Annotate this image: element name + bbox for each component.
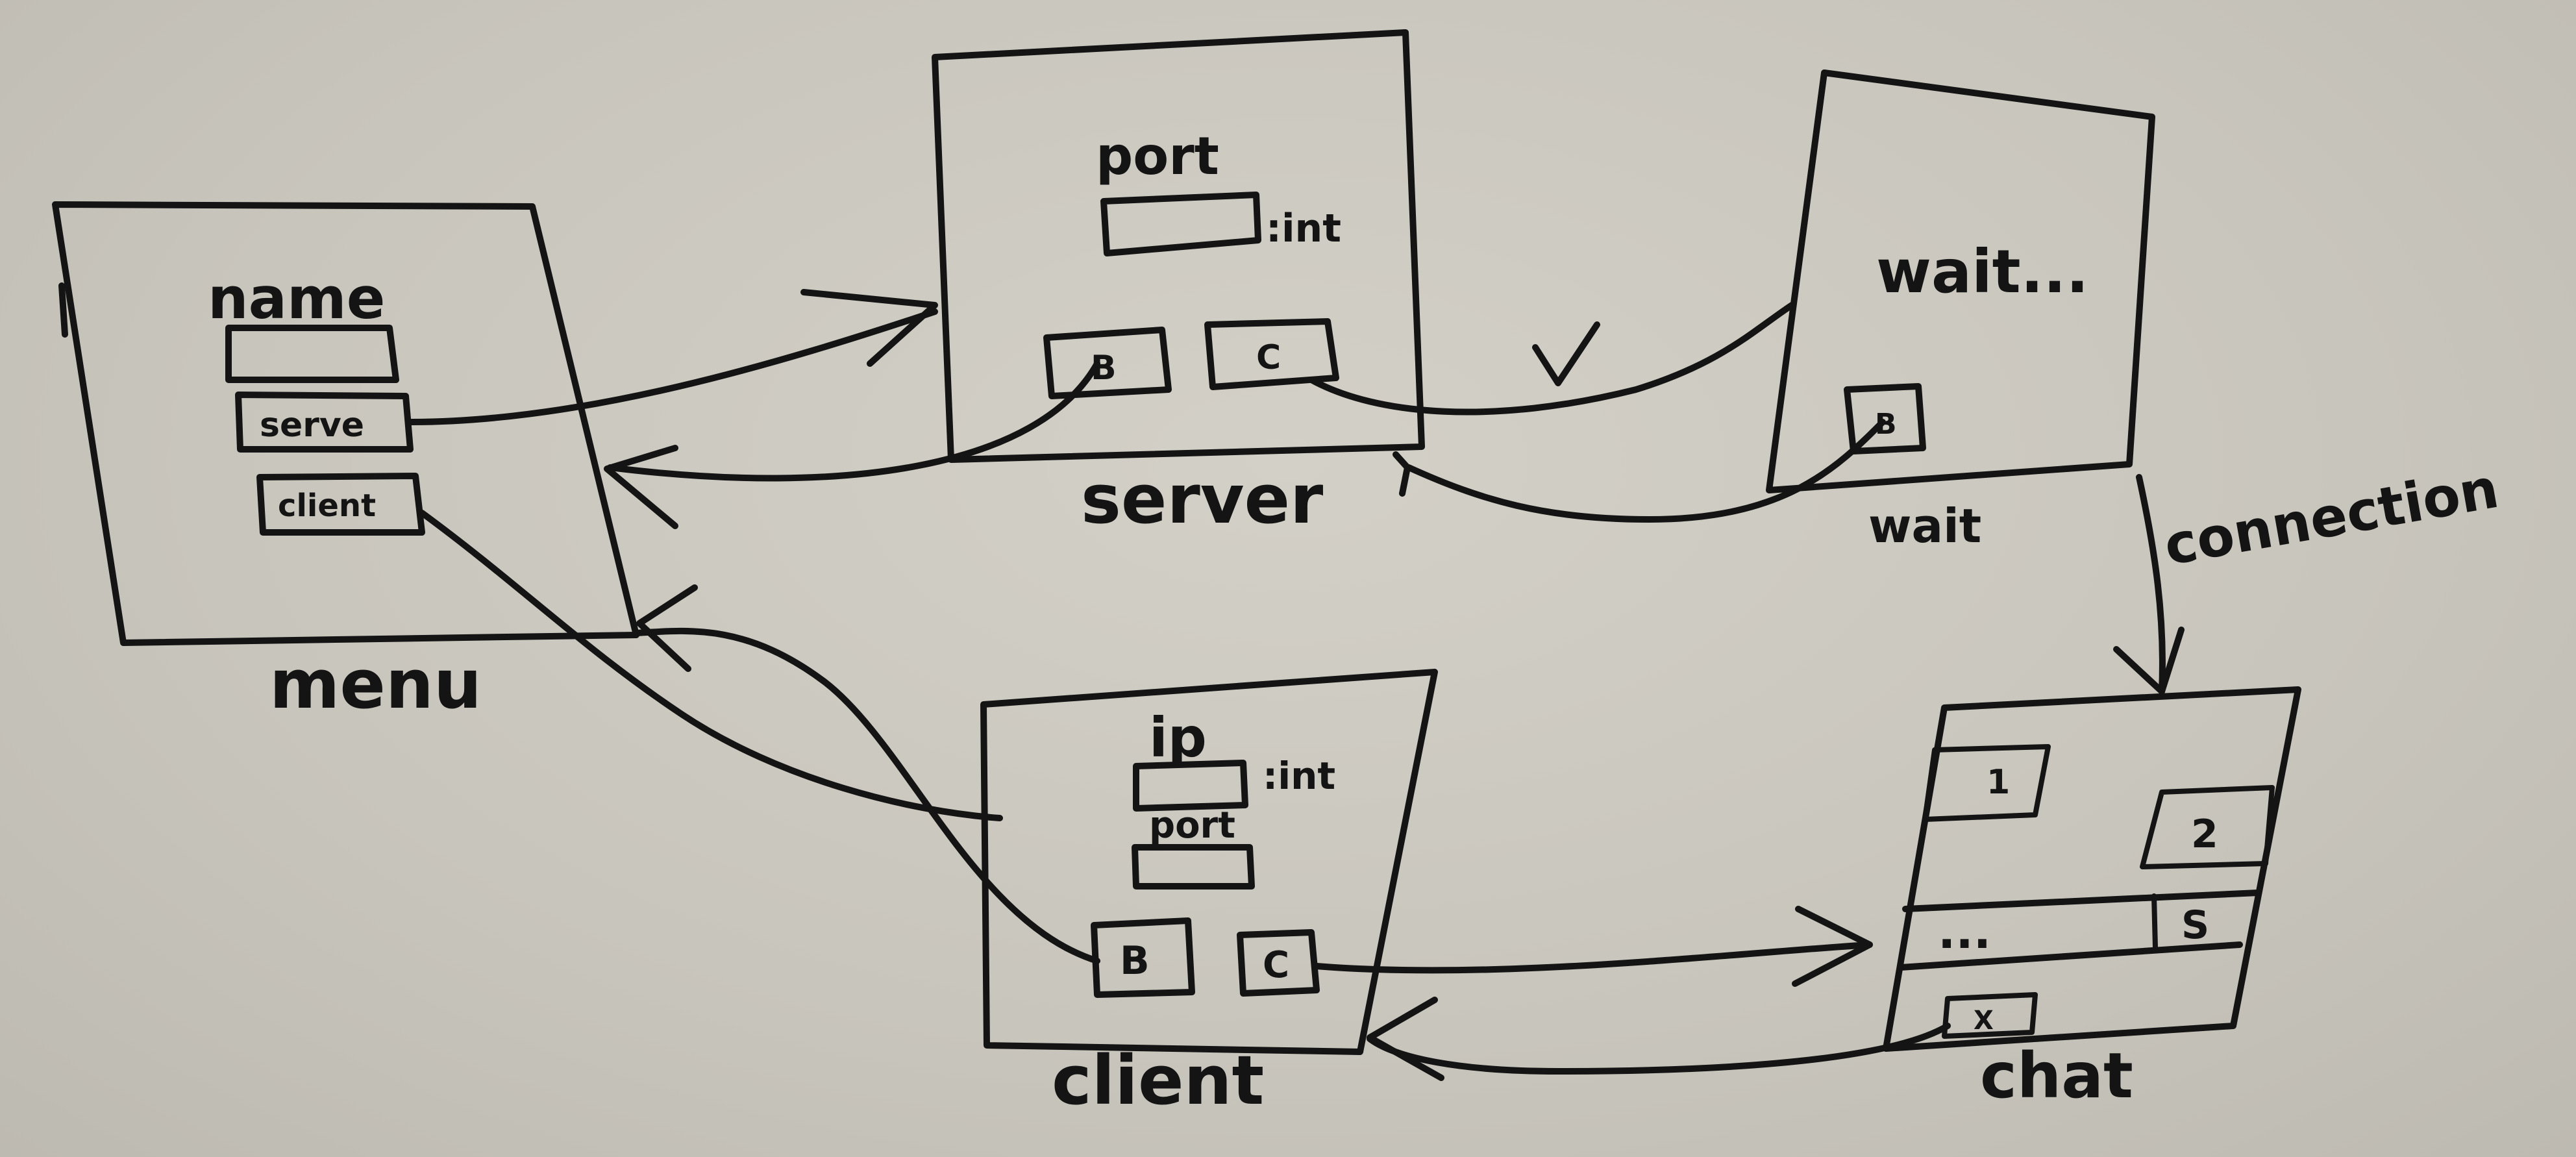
chat-caption: chat [1980,1039,2133,1112]
chat-divider-top [1902,890,2261,912]
wait-screen: wait... B wait [1766,69,2155,553]
server-caption: server [1081,460,1323,539]
client-screen: ip :int port B C client [980,669,1438,1120]
client-frame [980,669,1438,1055]
edge-client-to-chat [1313,906,1873,987]
server-screen: port :int B C server [932,29,1425,539]
edge-server-to-wait [1308,302,1795,416]
server-connect-button[interactable]: C [1204,318,1339,390]
edge-wait-back-to-server [1393,419,1886,523]
chat-message-2: 2 [2140,785,2275,869]
connection-label: connection [2159,456,2503,578]
menu-screen: name serve client menu [52,201,639,724]
name-field[interactable] [225,325,399,383]
svg-text:S: S [2181,902,2209,948]
serve-button[interactable]: serve [235,392,414,453]
port-field[interactable] [1100,192,1261,256]
svg-text:1: 1 [1987,763,2010,802]
svg-text:serve: serve [260,406,364,445]
edge-serve-to-server [407,289,938,425]
ip-field[interactable] [1133,760,1248,812]
edge-client-back-to-menu [633,584,1100,964]
chat-close-button[interactable]: X [1942,992,2038,1039]
menu-caption: menu [269,645,482,724]
client-back-button[interactable]: B [1091,917,1195,998]
ip-type-label: :int [1263,754,1335,798]
wait-frame [1766,69,2155,493]
svg-text:X: X [1974,1006,1994,1036]
svg-text:2: 2 [2191,812,2218,857]
name-label: name [208,265,385,332]
edge-chat-close-to-client [1367,997,1951,1081]
chat-frame [1883,686,2301,1052]
chat-divider-bottom [1898,941,2243,971]
edge-wait-to-chat: connection [2113,456,2503,695]
wait-message: wait... [1876,237,2088,306]
chat-message-1: 1 [1922,744,2051,822]
menu-frame-edge [58,282,68,338]
svg-text:C: C [1256,338,1281,377]
edge-client-to-clientscreen [419,510,1003,821]
chat-input-field[interactable]: ... [1938,904,1991,959]
edge-server-back-to-menu [604,360,1100,529]
port-label: port [1096,126,1219,186]
chat-send-button[interactable]: S [2151,893,2209,951]
wait-back-button[interactable]: B [1844,383,1926,454]
svg-text:B: B [1120,938,1150,984]
server-back-button[interactable]: B [1043,327,1172,399]
port-type-label: :int [1266,206,1341,251]
svg-text:client: client [278,488,376,524]
client-caption: client [1052,1041,1264,1120]
svg-text:...: ... [1938,904,1991,959]
server-frame [932,29,1425,463]
client-connect-button[interactable]: C [1237,929,1320,997]
client-port-label: port [1149,804,1235,847]
ip-label: ip [1149,706,1207,769]
wait-caption: wait [1868,499,1981,553]
client-port-field[interactable] [1132,844,1255,890]
chat-screen: 1 2 ... S X chat [1883,686,2301,1112]
client-button[interactable]: client [256,473,425,536]
svg-text:C: C [1263,944,1289,986]
